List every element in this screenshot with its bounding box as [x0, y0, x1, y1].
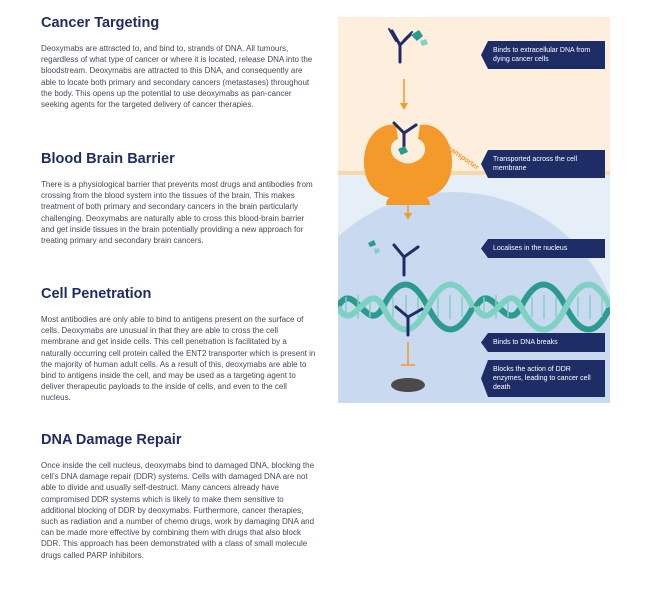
callout-localises-nucleus: Localises in the nucleus [481, 239, 605, 258]
section-cell-penetration: Cell Penetration Most antibodies are onl… [41, 286, 318, 404]
antibody-icon [392, 243, 420, 277]
dna-fragment-icon [398, 146, 408, 155]
down-arrow-icon [400, 79, 408, 110]
section-dna-damage-repair: DNA Damage Repair Once inside the cell n… [41, 432, 318, 561]
callout-binds-extracellular-dna: Binds to extracellular DNA from dying ca… [481, 41, 605, 69]
cell-membrane [338, 171, 610, 175]
antibody-icon [392, 121, 418, 151]
callout-text: Binds to DNA breaks [493, 339, 558, 346]
section-blood-brain-barrier: Blood Brain Barrier There is a physiolog… [41, 151, 318, 246]
ddr-enzyme-icon [391, 378, 425, 392]
section-heading: Blood Brain Barrier [41, 151, 175, 167]
ent2-transporter-icon [364, 124, 452, 200]
dna-fragment-icon [411, 30, 423, 41]
section-body: There is a physiological barrier that pr… [41, 180, 313, 246]
callout-text: Localises in the nucleus [493, 245, 568, 252]
section-body: Deoxymabs are attracted to, and bind to,… [41, 44, 313, 110]
antibody-icon [394, 305, 424, 337]
dna-fragment-icon [420, 39, 428, 46]
callout-text: Binds to extracellular DNA from dying ca… [493, 47, 591, 63]
antibody-icon [388, 28, 413, 64]
callout-text: Blocks the action of DDR enzymes, leadin… [493, 366, 591, 391]
section-body: Once inside the cell nucleus, deoxymabs … [41, 461, 315, 560]
callout-blocks-ddr: Blocks the action of DDR enzymes, leadin… [481, 360, 605, 397]
down-arrow-icon [404, 195, 412, 220]
section-body: Most antibodies are only able to bind to… [41, 315, 316, 403]
section-cancer-targeting: Cancer Targeting Deoxymabs are attracted… [41, 15, 318, 110]
section-heading: DNA Damage Repair [41, 432, 182, 448]
inhibition-icon [401, 342, 415, 366]
section-heading: Cancer Targeting [41, 15, 160, 31]
callout-transported-across-membrane: Transported across the cell membrane [481, 150, 605, 178]
callout-text: Transported across the cell membrane [493, 156, 578, 172]
dna-fragment-icon [368, 240, 376, 247]
callout-binds-dna-breaks: Binds to DNA breaks [481, 333, 605, 352]
dna-fragment-icon [374, 248, 380, 254]
dna-helix-icon [338, 281, 610, 333]
section-heading: Cell Penetration [41, 286, 152, 302]
